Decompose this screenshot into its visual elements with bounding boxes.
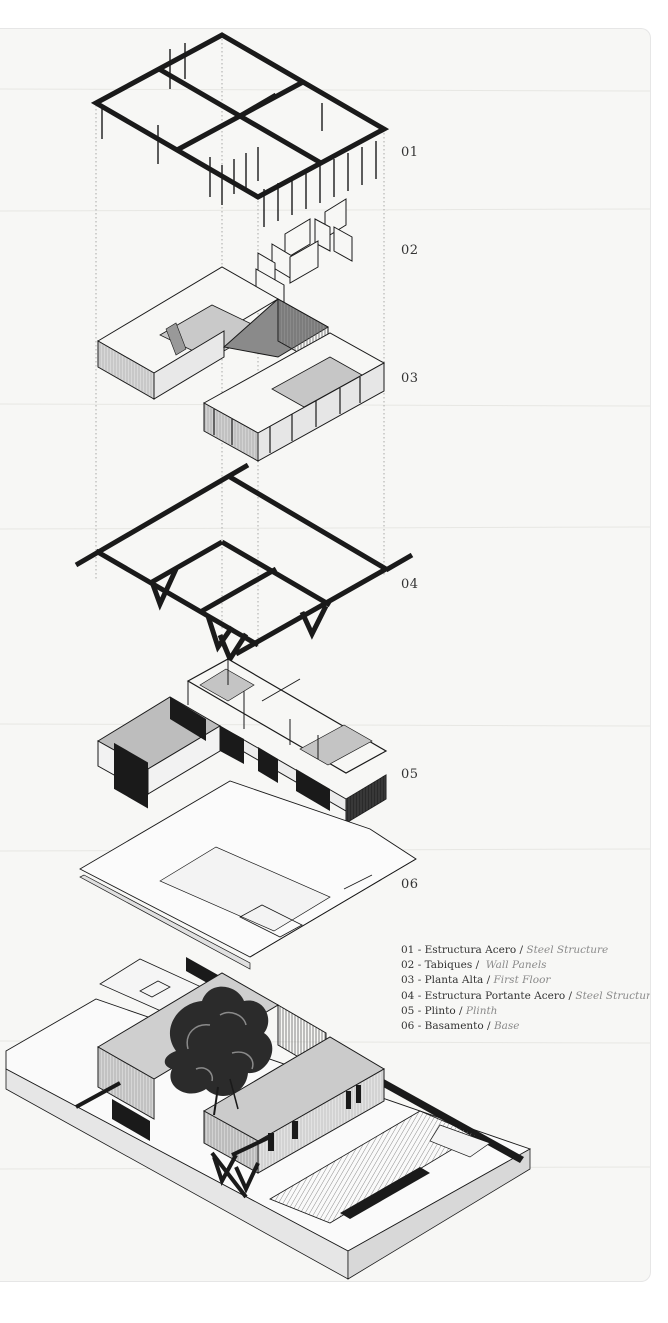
courtyard-tree [164, 986, 273, 1116]
layer-label-05: 05 [401, 767, 419, 782]
layer-label-03: 03 [401, 371, 419, 386]
layer-label-06: 06 [401, 877, 419, 892]
layer-06-base [79, 780, 417, 970]
layer-02-wall-panels [255, 198, 353, 308]
diagram-card: 01 02 03 04 05 06 01 - Estructura Acero … [0, 28, 651, 1282]
layer-05-plinth [97, 658, 388, 824]
legend-row: 01 - Estructura Acero / Steel Structure [401, 944, 609, 956]
layer-03-first-floor [97, 266, 386, 462]
legend-row: 04 - Estructura Portante Acero / Steel S… [401, 989, 651, 1002]
assembled-house [5, 957, 532, 1280]
layer-04-bearing-structure [74, 462, 414, 665]
legend-row: 03 - Planta Alta / First Floor [401, 974, 551, 987]
legend-row: 06 - Basamento / Base [401, 1020, 520, 1033]
layer-label-01: 01 [401, 145, 419, 160]
layer-label-02: 02 [401, 243, 419, 258]
layer-legend: 01 - Estructura Acero / Steel Structure … [401, 943, 651, 1034]
legend-row: 02 - Tabiques / Wall Panels [401, 959, 547, 972]
exploded-axonometric-drawing [0, 32, 650, 1280]
layer-label-04: 04 [401, 577, 419, 592]
layer-01-steel-structure [90, 32, 390, 227]
legend-row: 05 - Plinto / Plinth [401, 1004, 498, 1017]
